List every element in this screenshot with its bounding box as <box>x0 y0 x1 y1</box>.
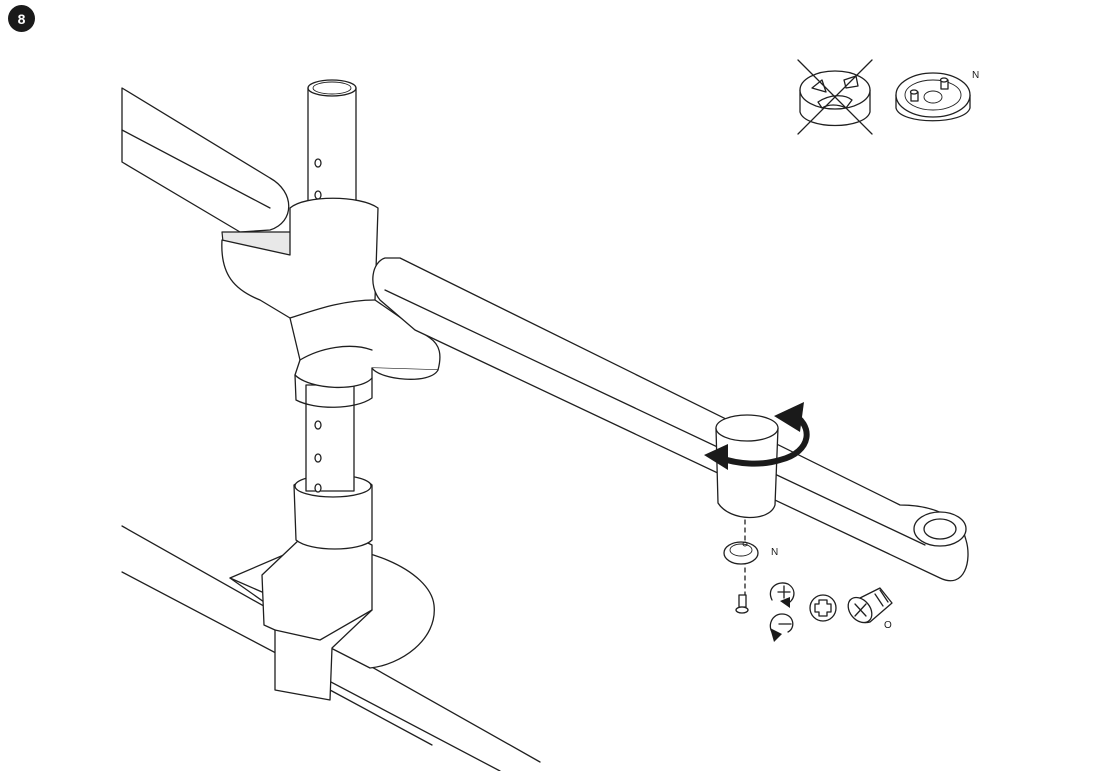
step-number-badge: 8 <box>8 5 35 32</box>
small-puck <box>723 541 759 565</box>
long-arm <box>372 257 969 582</box>
puck-small-label: N <box>771 547 779 558</box>
tighten-clockwise-plus-icon <box>769 582 795 608</box>
elbow-joint <box>715 414 779 519</box>
lower-pole <box>305 384 355 493</box>
rotate-arrow-icon <box>704 402 810 470</box>
crossed-out-puck-icon <box>797 59 873 135</box>
desk-clamp <box>229 519 435 701</box>
small-screw <box>735 594 749 614</box>
phillips-screwdriver-icon <box>809 594 837 622</box>
upper-pole <box>307 79 357 219</box>
upper-arm <box>121 87 301 271</box>
arm-hub <box>221 197 441 408</box>
screw-icon <box>847 587 893 624</box>
correct-puck-icon <box>895 72 971 122</box>
screw-label: O <box>884 620 892 631</box>
loosen-counterclockwise-minus-icon <box>769 613 794 642</box>
puck-top-label: N <box>972 70 980 81</box>
